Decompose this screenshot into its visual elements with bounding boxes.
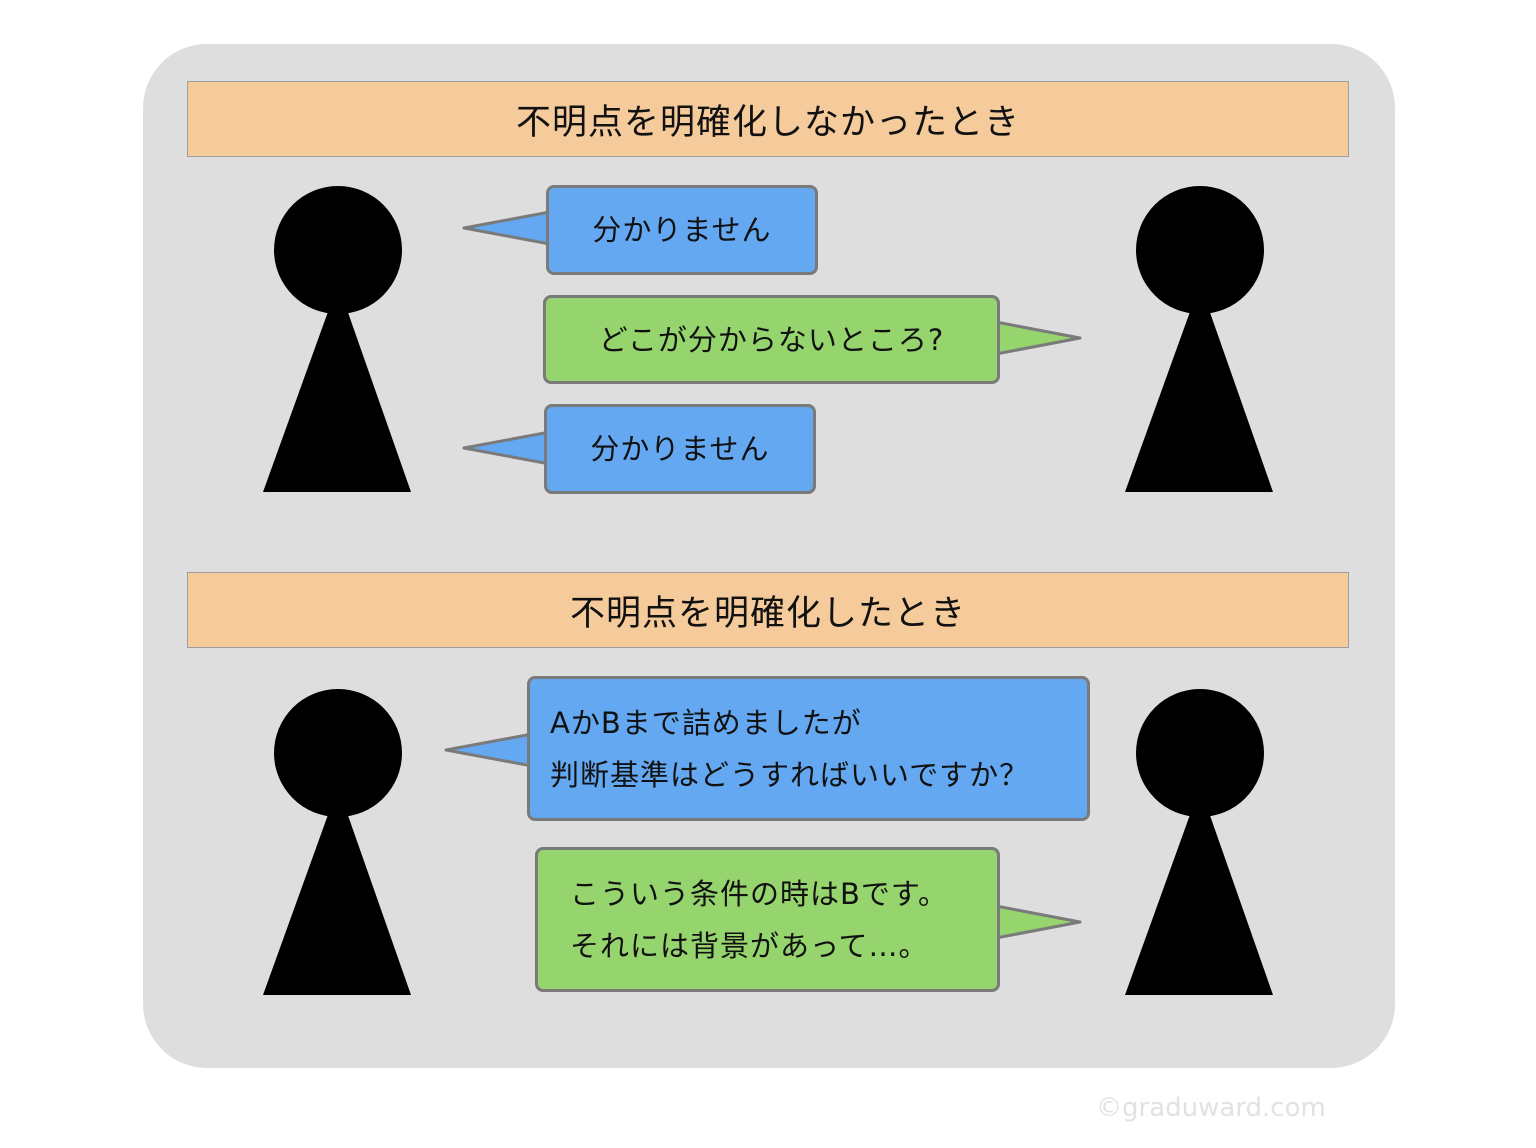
bubble-text-line-2: 判断基準はどうすればいいですか？ [550, 757, 1030, 792]
person-icon [263, 689, 413, 997]
bubble-text-line-2: それには背景があって…。 [570, 928, 929, 963]
copyright-watermark: ©graduward.com [1096, 1093, 1326, 1123]
bubble-text-line-1: こういう条件の時はBです。 [570, 876, 948, 911]
person-icon [1125, 689, 1275, 997]
bubble-text: 分かりません [590, 432, 770, 466]
speech-bubble-dont-understand-2: 分かりません [544, 404, 816, 494]
speech-tail-right [994, 320, 1082, 356]
person-icon [263, 186, 413, 494]
bubble-text-line-1: AかBまで詰めましたが [550, 705, 862, 740]
speech-tail-left [444, 732, 534, 768]
section-header-without-clarification: 不明点を明確化しなかったとき [187, 81, 1349, 157]
speech-bubble-where-unclear: どこが分からないところ? [543, 295, 1000, 384]
speech-bubble-dont-understand-1: 分かりません [546, 185, 818, 275]
section-header-with-clarification: 不明点を明確化したとき [187, 572, 1349, 648]
bubble-text: 分かりません [592, 213, 772, 247]
bubble-text: どこが分からないところ? [598, 322, 945, 357]
person-icon [1125, 186, 1275, 494]
speech-tail-left [462, 430, 552, 466]
speech-tail-right [994, 904, 1082, 940]
speech-bubble-narrowed-question: AかBまで詰めましたが 判断基準はどうすればいいですか？ [527, 676, 1090, 821]
speech-tail-left [462, 210, 552, 246]
speech-bubble-answer-with-reason: こういう条件の時はBです。 それには背景があって…。 [535, 847, 1000, 992]
